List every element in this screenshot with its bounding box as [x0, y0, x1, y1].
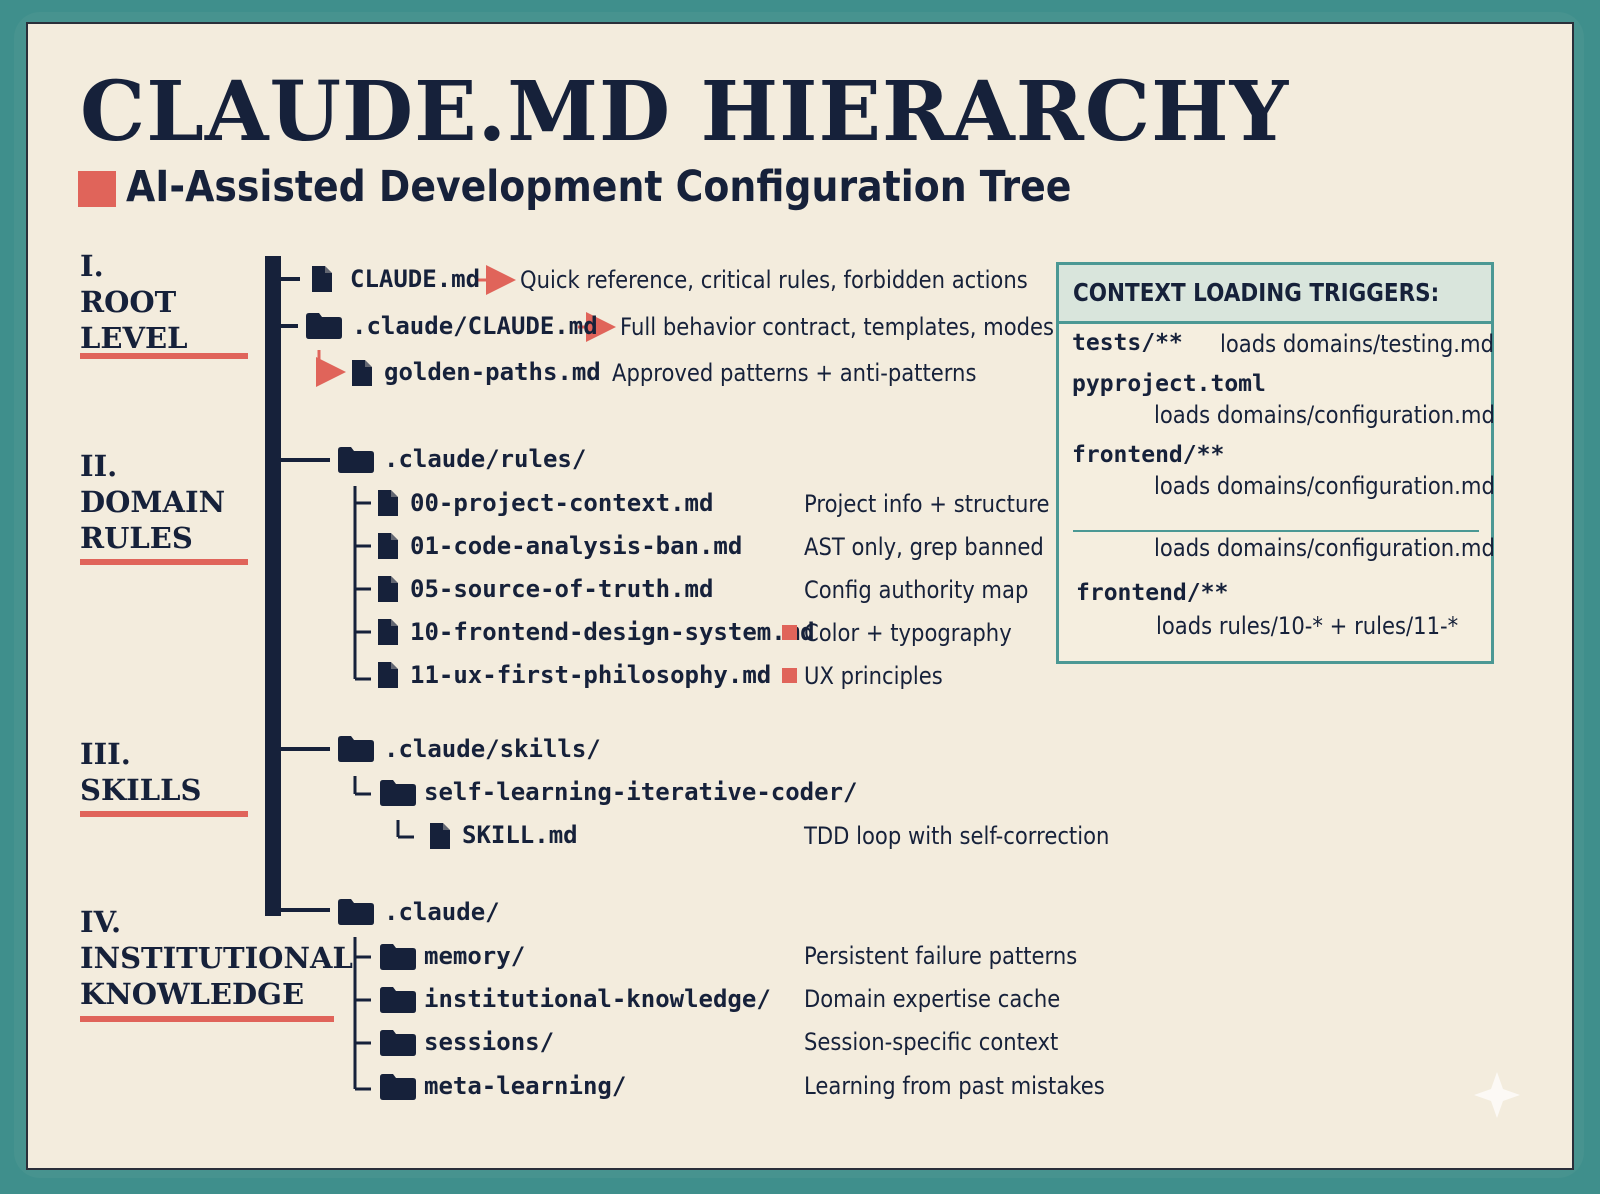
trigger-pattern: frontend/**	[1076, 580, 1229, 606]
folder-icon	[338, 447, 374, 473]
knowledge-folder-name[interactable]: institutional-knowledge/	[424, 985, 771, 1013]
context-triggers-panel: CONTEXT LOADING TRIGGERS:	[1056, 262, 1494, 664]
rule-file-name[interactable]: 05-source-of-truth.md	[410, 575, 714, 603]
file-icon	[378, 619, 398, 645]
knowledge-folder-name[interactable]: memory/	[424, 942, 526, 970]
trigger-pattern: tests/**	[1072, 330, 1183, 356]
claude-folder-name[interactable]: .claude/	[384, 898, 500, 926]
file-icon	[378, 533, 398, 559]
skill-file-desc: TDD loop with self-correction	[804, 822, 1110, 850]
folder-icon	[338, 899, 374, 925]
rule-file-name[interactable]: 00-project-context.md	[410, 489, 714, 517]
skills-folder-name[interactable]: .claude/skills/	[384, 735, 601, 763]
rule-file-desc: UX principles	[804, 662, 943, 690]
section-underline	[80, 811, 248, 817]
rule-file-desc: Color + typography	[804, 619, 1012, 647]
trigger-pattern: frontend/**	[1072, 442, 1225, 468]
knowledge-folder-desc: Domain expertise cache	[804, 985, 1061, 1013]
knowledge-folder-name[interactable]: sessions/	[424, 1028, 555, 1056]
section-skills-label: III.SKILLS	[80, 737, 202, 807]
skill-subfolder-name[interactable]: self-learning-iterative-coder/	[424, 778, 858, 806]
rules-folder-name[interactable]: .claude/rules/	[384, 445, 587, 473]
trigger-loads: loads domains/configuration.md	[1154, 472, 1495, 500]
trigger-loads: loads rules/10-* + rules/11-*	[1156, 612, 1459, 640]
trigger-loads: loads domains/configuration.md	[1154, 401, 1495, 429]
root-contract-desc: Full behavior contract, templates, modes	[620, 313, 1055, 341]
trigger-loads: loads domains/configuration.md	[1154, 534, 1495, 562]
sparkle-icon	[1474, 1072, 1520, 1118]
trigger-loads: loads domains/testing.md	[1220, 330, 1494, 358]
section-underline	[80, 559, 248, 565]
page-subtitle: AI-Assisted Development Configuration Tr…	[126, 162, 1072, 212]
rule-file-desc: Project info + structure	[804, 490, 1050, 518]
trigger-pattern: pyproject.toml	[1072, 371, 1266, 397]
file-icon	[352, 360, 372, 386]
file-icon	[378, 662, 398, 688]
root-file-name[interactable]: CLAUDE.md	[350, 265, 481, 293]
file-icon	[312, 266, 332, 292]
panel-heading: CONTEXT LOADING TRIGGERS:	[1073, 278, 1440, 307]
knowledge-folder-desc: Persistent failure patterns	[804, 942, 1078, 970]
knowledge-folder-desc: Learning from past mistakes	[804, 1072, 1105, 1100]
golden-paths-name[interactable]: golden-paths.md	[384, 358, 601, 386]
section-underline	[80, 1016, 334, 1022]
root-contract-name[interactable]: .claude/CLAUDE.md	[352, 312, 598, 340]
poster: CLAUDE.MD HIERARCHY AI-Assisted Developm…	[26, 22, 1574, 1170]
highlight-marker	[782, 668, 797, 683]
folder-icon	[380, 944, 416, 970]
knowledge-folder-name[interactable]: meta-learning/	[424, 1072, 627, 1100]
panel-header: CONTEXT LOADING TRIGGERS:	[1059, 265, 1491, 324]
rule-file-name[interactable]: 11-ux-first-philosophy.md	[410, 661, 772, 689]
rule-file-desc: AST only, grep banned	[804, 533, 1044, 561]
skill-file-name[interactable]: SKILL.md	[462, 821, 578, 849]
subtitle-marker	[78, 171, 116, 207]
section-underline	[80, 353, 248, 359]
rule-file-name[interactable]: 10-frontend-design-system.md	[410, 618, 815, 646]
rule-file-desc: Config authority map	[804, 576, 1029, 604]
root-file-desc: Quick reference, critical rules, forbidd…	[520, 266, 1028, 294]
folder-icon	[380, 1030, 416, 1056]
panel-divider	[1073, 530, 1479, 532]
file-icon	[378, 490, 398, 516]
golden-paths-desc: Approved patterns + anti-patterns	[612, 359, 977, 387]
knowledge-folder-desc: Session-specific context	[804, 1028, 1059, 1056]
highlight-marker	[782, 625, 797, 640]
page-title: CLAUDE.MD HIERARCHY	[80, 64, 1290, 160]
file-icon	[430, 823, 450, 849]
file-icon	[378, 576, 398, 602]
folder-icon	[306, 313, 342, 339]
rule-file-name[interactable]: 01-code-analysis-ban.md	[410, 532, 743, 560]
folder-icon	[380, 1074, 416, 1100]
folder-icon	[338, 736, 374, 762]
folder-icon	[380, 780, 416, 806]
folder-icon	[380, 987, 416, 1013]
